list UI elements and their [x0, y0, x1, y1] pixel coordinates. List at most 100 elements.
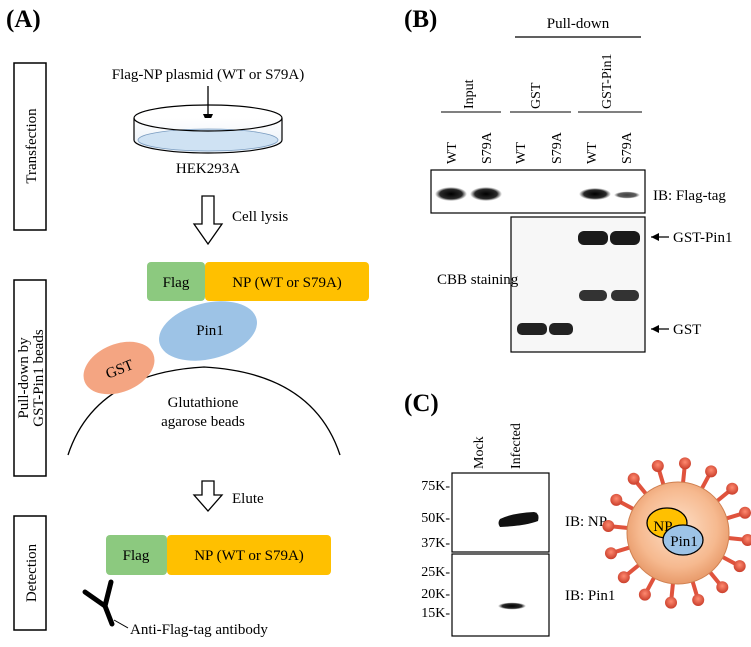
- stage-box-detection: Detection: [13, 515, 47, 631]
- plasmid-label: Flag-NP plasmid (WT or S79A): [112, 67, 305, 83]
- flag-label-detection: Flag: [123, 548, 150, 564]
- pin1-label: Pin1: [196, 323, 224, 339]
- np-box-pulldown: [205, 262, 369, 301]
- cbb-label: CBB staining: [437, 272, 519, 288]
- virus-spike-head: [716, 581, 729, 594]
- lane-label-infected: Infected: [509, 423, 524, 469]
- cbb-band-pin1-wt: [578, 231, 608, 245]
- svg-text:GST: GST: [673, 322, 701, 338]
- antibody-label: Anti-Flag-tag antibody: [130, 622, 268, 638]
- np-box-detection: [167, 535, 331, 575]
- band-b-wt-input: [435, 187, 467, 201]
- virus-spike-head: [651, 459, 664, 472]
- virus-spike-head: [705, 465, 718, 478]
- hollow-arrow-lysis: [192, 195, 224, 246]
- cbb-band-gst-s79a: [549, 323, 573, 335]
- lane-label-mock: Mock: [472, 436, 487, 469]
- virus-spike-head: [733, 560, 746, 573]
- group-label-input: Input: [441, 79, 501, 113]
- lane-labels-b: WT S79A WT S79A WT S79A: [445, 131, 635, 164]
- pin1-shape: [159, 301, 257, 361]
- group-label-gst: GST: [510, 82, 571, 113]
- blot-label-pin1: IB: Pin1: [565, 588, 615, 604]
- gst-shape: [83, 341, 155, 395]
- blot-np: [451, 472, 550, 553]
- mw-75k: 75K-: [421, 479, 450, 494]
- band-b-wt-pin1: [579, 188, 611, 200]
- virus-spike-head: [665, 596, 678, 609]
- band-pin1-infected: [498, 602, 526, 610]
- stage-pulldown-label-line2: GST-Pin1 beads: [31, 329, 47, 427]
- cbb-band-mid-s79a: [611, 290, 639, 301]
- mw-15k: 15K-: [421, 606, 450, 621]
- virus-spike-head: [678, 457, 691, 470]
- virus-spike-head: [692, 594, 705, 607]
- group-label-gst-pin1: GST-Pin1: [578, 53, 642, 113]
- svg-text:GST: GST: [529, 82, 544, 109]
- blot-pin1: [451, 553, 550, 637]
- virus-spikes: [602, 457, 751, 609]
- lane-label-b-4: S79A: [550, 131, 565, 164]
- flag-label-pulldown: Flag: [163, 275, 190, 291]
- lane-label-b-1: WT: [445, 142, 460, 164]
- lane-label-b-3: WT: [514, 142, 529, 164]
- cbb-band-gst-wt: [517, 323, 547, 335]
- np-label-detection: NP (WT or S79A): [194, 548, 304, 564]
- cbb-band-mid-wt: [579, 290, 607, 301]
- virus-spike-head: [604, 547, 617, 560]
- virus-spike-head: [617, 571, 630, 584]
- beads-label-line2: agarose beads: [161, 414, 245, 430]
- lane-label-b-6: S79A: [620, 131, 635, 164]
- cell-line-label: HEK293A: [176, 161, 240, 177]
- mw-37k: 37K-: [421, 536, 450, 551]
- stage-pulldown-label-line1: Pull-down by: [16, 337, 32, 419]
- panel-label-b: (B): [404, 6, 437, 33]
- panel-label-a: (A): [6, 6, 41, 33]
- svg-text:Input: Input: [462, 79, 477, 109]
- virus-spike-head: [726, 482, 739, 495]
- band-b-s79a-pin1: [614, 191, 640, 199]
- svg-text:GST-Pin1: GST-Pin1: [673, 230, 732, 246]
- culture-dish-icon: [133, 104, 283, 154]
- marker-gst-pin1: GST-Pin1: [651, 230, 732, 246]
- beads-arc: [67, 366, 341, 456]
- lane-label-b-2: S79A: [480, 131, 495, 164]
- step-lysis-label: Cell lysis: [232, 209, 288, 225]
- antibody-icon: [82, 579, 115, 627]
- stage-transfection-label: Transfection: [24, 108, 40, 184]
- virus-spike-head: [741, 533, 751, 546]
- mw-20k: 20K-: [421, 587, 450, 602]
- blot-label-flag-tag: IB: Flag-tag: [653, 188, 726, 204]
- beads-label-line1: Glutathione: [168, 395, 239, 411]
- virus-spike-head: [610, 493, 623, 506]
- svg-text:GST-Pin1: GST-Pin1: [600, 53, 615, 109]
- virus-spike-head: [602, 520, 615, 533]
- virus-spike-head: [627, 472, 640, 485]
- flag-tag-box-pulldown: [147, 262, 205, 301]
- band-b-s79a-input: [470, 187, 502, 201]
- np-label-pulldown: NP (WT or S79A): [232, 275, 342, 291]
- marker-gst: GST: [651, 322, 701, 338]
- virus-spike-head: [638, 588, 651, 601]
- stage-detection-label: Detection: [24, 543, 40, 602]
- cbb-band-pin1-s79a: [610, 231, 640, 245]
- mw-markers: 75K- 50K- 37K- 25K- 20K- 15K-: [421, 479, 450, 621]
- blot-flag-tag: [430, 169, 646, 214]
- antibody-pointer: [113, 619, 129, 629]
- virus-spike-head: [739, 506, 751, 519]
- blot-label-np: IB: NP: [565, 514, 607, 530]
- mw-50k: 50K-: [421, 511, 450, 526]
- virus-icon: NP Pin1: [602, 457, 751, 609]
- hollow-arrow-elute: [192, 480, 224, 512]
- panel-label-c: (C): [404, 390, 439, 417]
- flag-tag-box-detection: [106, 535, 167, 575]
- virus-pin1-shape: [662, 524, 704, 556]
- lane-label-b-5: WT: [585, 142, 600, 164]
- stage-box-pulldown: Pull-down by GST-Pin1 beads: [13, 279, 47, 477]
- cbb-gel: [510, 216, 646, 353]
- step-elute-label: Elute: [232, 491, 264, 507]
- mw-25k: 25K-: [421, 565, 450, 580]
- stage-box-transfection: Transfection: [13, 62, 47, 231]
- virus-pin1-label: Pin1: [670, 534, 698, 550]
